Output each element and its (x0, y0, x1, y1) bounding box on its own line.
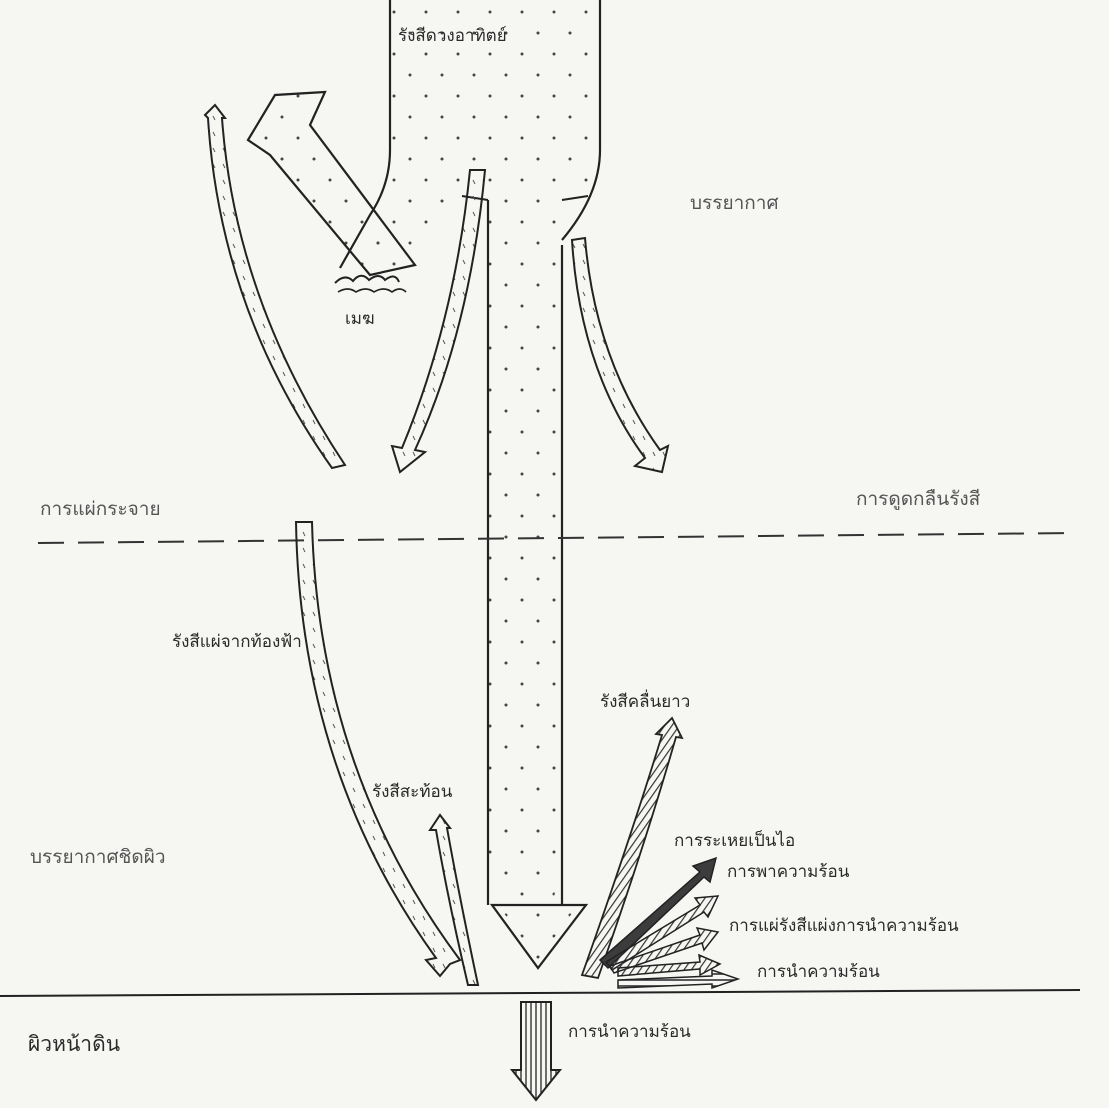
evaporation-label: การระเหยเป็นไอ (674, 827, 795, 854)
surface-air-label: บรรยากาศชิดผิว (30, 842, 166, 872)
longwave-label: รังสีคลื่นยาว (600, 688, 690, 715)
reflected-label: รังสีสะท้อน (372, 778, 452, 805)
incoming-beam (300, 0, 600, 968)
radiation-conduction-label: การแผ่รังสีแผ่งการนำความร้อน (729, 912, 959, 939)
diffuse-sky-arrow (296, 522, 460, 976)
conduction-label: การนำความร้อน (757, 958, 880, 985)
diffuse-sky-label: รังสีแผ่จากท้องฟ้า (172, 628, 302, 655)
absorption-label: การดูดกลืนรังสี (856, 484, 980, 514)
cloud-label: เมฆ (345, 305, 375, 332)
atmosphere-label: บรรยากาศ (690, 188, 779, 218)
scatter-down-right-arrow (572, 238, 668, 472)
ground-surface-line (0, 990, 1080, 996)
convection-label: การพาความร้อน (727, 858, 849, 885)
cloud-icon (335, 276, 406, 292)
incoming-radiation-label: รังสีดวงอาทิตย์ (398, 22, 507, 49)
ground-conduction-arrow (512, 1002, 560, 1100)
ground-surface-label: ผิวหน้าดิน (28, 1028, 120, 1061)
ground-conduction-label: การนำความร้อน (568, 1018, 691, 1045)
scattering-label: การแผ่กระจาย (40, 494, 161, 524)
